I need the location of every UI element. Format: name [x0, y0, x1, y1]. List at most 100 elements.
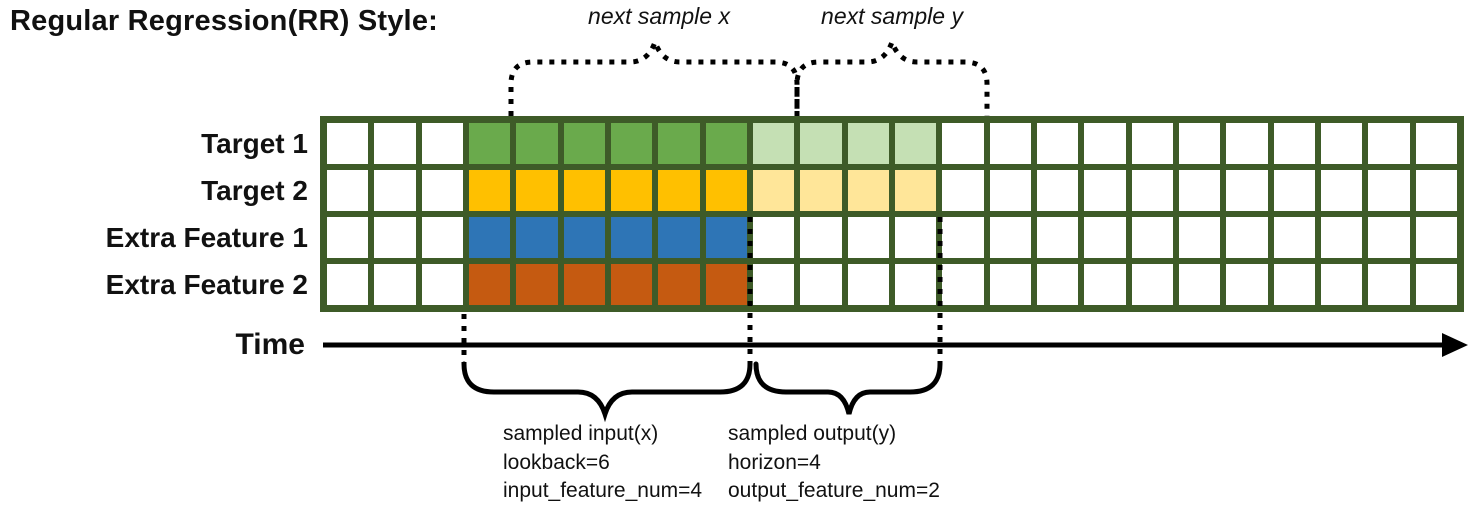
grid-cell-target-1 — [1368, 123, 1410, 164]
grid-cell-target-2 — [1084, 170, 1126, 211]
grid-cell-target-1 — [374, 123, 416, 164]
grid-cell-extra-feature-2 — [468, 264, 511, 305]
next-sample-y-label: next sample y — [821, 3, 963, 29]
grid-cell-extra-feature-1 — [1273, 217, 1315, 258]
grid-cell-target-2 — [800, 170, 842, 211]
grid-cell-extra-feature-1 — [468, 217, 511, 258]
grid-cell-extra-feature-1 — [1320, 217, 1363, 258]
input-feature-num-value: input_feature_num=4 — [503, 479, 703, 502]
grid-cell-target-1 — [705, 123, 747, 164]
grid-cell-extra-feature-2 — [894, 264, 937, 305]
time-axis-label: Time — [235, 328, 305, 361]
grid-cell-target-1 — [563, 123, 605, 164]
grid-cell-target-2 — [1368, 170, 1410, 211]
grid-cell-target-2 — [1131, 170, 1173, 211]
grid-cell-target-1 — [894, 123, 937, 164]
grid-cell-target-2 — [468, 170, 511, 211]
grid-cell-target-2 — [1320, 170, 1363, 211]
grid-cell-extra-feature-1 — [989, 217, 1031, 258]
grid-cell-extra-feature-2 — [1084, 264, 1126, 305]
grid-cell-extra-feature-2 — [1226, 264, 1268, 305]
grid-cell-extra-feature-1 — [1084, 217, 1126, 258]
grid-cell-target-1 — [847, 123, 889, 164]
grid-cell-extra-feature-2 — [847, 264, 889, 305]
grid-cell-target-1 — [1084, 123, 1126, 164]
grid-cell-extra-feature-1 — [374, 217, 416, 258]
diagram-title: Regular Regression(RR) Style: — [10, 5, 438, 37]
grid-cell-target-2 — [563, 170, 605, 211]
grid-cell-target-1 — [942, 123, 984, 164]
grid-cell-extra-feature-2 — [705, 264, 747, 305]
grid-cell-extra-feature-2 — [942, 264, 984, 305]
row-label-extra-feature-1: Extra Feature 1 — [105, 221, 308, 253]
grid-cell-extra-feature-2 — [516, 264, 558, 305]
grid-cell-extra-feature-1 — [421, 217, 463, 258]
grid-cell-target-1 — [658, 123, 700, 164]
grid-cell-extra-feature-2 — [1036, 264, 1079, 305]
grid-cell-target-2 — [610, 170, 653, 211]
sampled-input-brace — [461, 361, 753, 423]
grid-cell-target-2 — [1178, 170, 1221, 211]
grid-cell-target-1 — [800, 123, 842, 164]
grid-cell-extra-feature-2 — [421, 264, 463, 305]
grid-cell-extra-feature-1 — [942, 217, 984, 258]
grid-cell-target-1 — [610, 123, 653, 164]
grid-cell-target-1 — [1226, 123, 1268, 164]
grid-cell-extra-feature-2 — [658, 264, 700, 305]
grid-cell-extra-feature-2 — [563, 264, 605, 305]
grid-cell-target-2 — [374, 170, 416, 211]
grid-cell-target-2 — [894, 170, 937, 211]
grid-cell-extra-feature-2 — [374, 264, 416, 305]
grid-cell-extra-feature-1 — [1226, 217, 1268, 258]
grid-cell-target-2 — [327, 170, 369, 211]
grid-cell-target-1 — [327, 123, 369, 164]
grid-cell-extra-feature-1 — [1131, 217, 1173, 258]
grid-cell-target-2 — [516, 170, 558, 211]
grid-cell-extra-feature-1 — [800, 217, 842, 258]
grid-cell-extra-feature-1 — [894, 217, 937, 258]
sampled-output-brace — [753, 361, 943, 415]
grid-cell-target-2 — [989, 170, 1031, 211]
grid-cell-extra-feature-1 — [752, 217, 795, 258]
grid-cell-extra-feature-2 — [1131, 264, 1173, 305]
grid-cell-target-2 — [942, 170, 984, 211]
grid-cell-extra-feature-1 — [658, 217, 700, 258]
time-axis-arrow-head — [1442, 333, 1468, 357]
next-sample-x-label: next sample x — [588, 3, 730, 29]
grid-cell-extra-feature-1 — [563, 217, 605, 258]
grid-cell-target-2 — [1036, 170, 1079, 211]
grid-cell-extra-feature-2 — [989, 264, 1031, 305]
grid-cell-target-2 — [705, 170, 747, 211]
grid-cell-extra-feature-1 — [705, 217, 747, 258]
grid-cell-extra-feature-1 — [1036, 217, 1079, 258]
sampled-input-info: sampled input(x) lookback=6 input_featur… — [503, 420, 702, 506]
grid-cell-target-1 — [468, 123, 511, 164]
grid-cell-target-2 — [1273, 170, 1315, 211]
row-label-target-1: Target 1 — [201, 127, 308, 159]
time-series-grid — [320, 116, 1464, 312]
grid-cell-target-1 — [1273, 123, 1315, 164]
grid-cell-extra-feature-2 — [1178, 264, 1221, 305]
grid-cell-extra-feature-2 — [1415, 264, 1457, 305]
grid-cell-extra-feature-2 — [1273, 264, 1315, 305]
grid-cell-target-1 — [1036, 123, 1079, 164]
grid-cell-target-1 — [1178, 123, 1221, 164]
grid-cell-target-1 — [516, 123, 558, 164]
grid-cell-target-2 — [658, 170, 700, 211]
grid-cell-extra-feature-1 — [847, 217, 889, 258]
grid-cell-target-2 — [1226, 170, 1268, 211]
grid-cell-target-1 — [989, 123, 1031, 164]
grid-cell-target-2 — [1415, 170, 1457, 211]
grid-cell-target-1 — [1320, 123, 1363, 164]
grid-cell-target-2 — [752, 170, 795, 211]
grid-cell-extra-feature-1 — [1178, 217, 1221, 258]
grid-cell-target-1 — [421, 123, 463, 164]
lookback-value: lookback=6 — [503, 450, 610, 474]
sampled-output-info: sampled output(y) horizon=4 output_featu… — [728, 420, 940, 506]
grid-cell-target-1 — [1131, 123, 1173, 164]
next-sample-y-brace — [794, 34, 990, 116]
grid-cell-target-1 — [1415, 123, 1457, 164]
grid-cell-target-1 — [752, 123, 795, 164]
grid-cell-extra-feature-1 — [1368, 217, 1410, 258]
